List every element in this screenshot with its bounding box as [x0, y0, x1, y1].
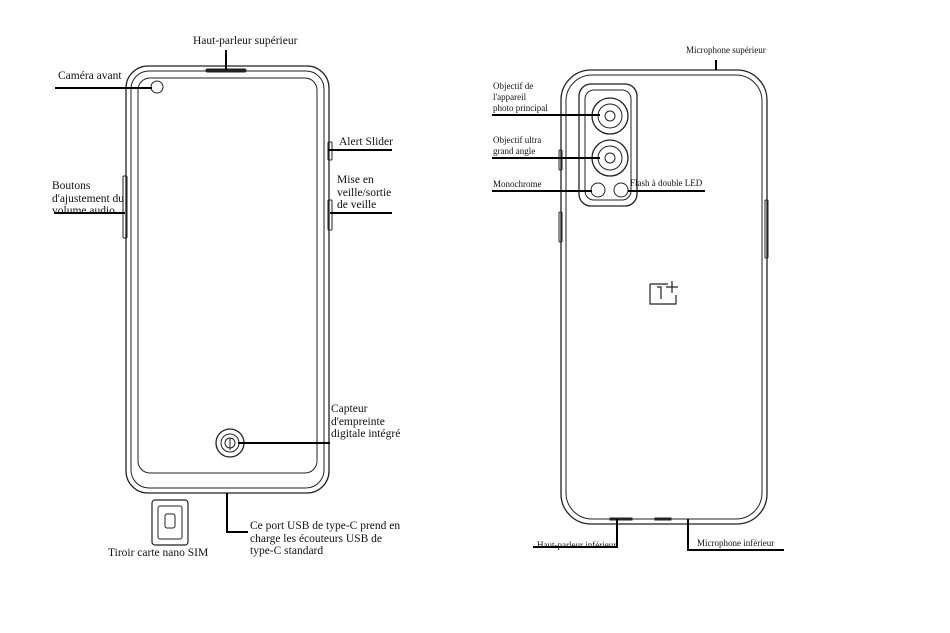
- label-power-button: Mise en veille/sortie de veille: [337, 174, 391, 212]
- label-fingerprint-line-1: Capteur: [331, 403, 368, 415]
- label-main-camera: Objectif de l'appareil photo principal: [493, 81, 548, 114]
- label-fingerprint-line-3: digitale intégré: [331, 428, 401, 440]
- label-power-line-1: Mise en: [337, 174, 374, 186]
- label-usb-line-1: Ce port USB de type-C prend en: [250, 520, 401, 532]
- label-front-camera: Caméra avant: [58, 70, 122, 82]
- front-phone-screen: [137, 77, 318, 474]
- label-volume-buttons: Boutons d'ajustement du volume audio: [52, 180, 124, 218]
- label-ultrawide-camera: Objectif ultra grand angle: [493, 135, 541, 157]
- front-camera-hole: [150, 80, 164, 94]
- volume-button: [122, 175, 128, 239]
- power-button: [327, 199, 333, 231]
- oneplus-logo-icon: [649, 281, 678, 305]
- label-bottom-microphone: Microphone inférieur: [697, 538, 775, 548]
- label-top-speaker: Haut-parleur supérieur: [193, 35, 298, 47]
- label-usb-line-2: charge les écouteurs USB de: [250, 532, 382, 545]
- bottom-speaker-grille: [609, 517, 633, 521]
- label-volume-line-1: Boutons: [52, 180, 91, 192]
- label-flash: Flash à double LED: [630, 178, 703, 188]
- label-power-line-3: de veille: [337, 199, 377, 211]
- label-fingerprint-line-2: d'empreinte: [331, 415, 385, 428]
- flash-led: [613, 182, 629, 198]
- monochrome-lens: [590, 182, 606, 198]
- label-volume-line-2: d'ajustement du: [52, 192, 125, 205]
- label-main-camera-line-1: Objectif de: [493, 81, 534, 91]
- label-top-microphone: Microphone supérieur: [686, 45, 766, 55]
- bottom-port: [654, 517, 672, 521]
- label-volume-line-3: volume audio: [52, 205, 115, 217]
- label-alert-slider: Alert Slider: [339, 136, 393, 148]
- label-power-line-2: veille/sortie: [337, 186, 392, 199]
- label-sim-tray: Tiroir carte nano SIM: [108, 547, 209, 559]
- back-phone-inner: [565, 74, 763, 520]
- camera-module-inner: [584, 89, 632, 201]
- back-left-button-2: [558, 211, 563, 243]
- label-monochrome: Monochrome: [493, 179, 542, 189]
- label-fingerprint: Capteur d'empreinte digitale intégré: [331, 403, 400, 441]
- label-main-camera-line-2: l'appareil: [493, 92, 527, 102]
- label-usb-port: Ce port USB de type-C prend en charge le…: [250, 520, 400, 558]
- label-bottom-speaker: Haut-parleur inférieur: [537, 540, 617, 550]
- label-ultrawide-line-1: Objectif ultra: [493, 135, 542, 145]
- back-right-button: [764, 199, 769, 259]
- back-phone-body: [560, 69, 768, 525]
- sim-tray-icon: [151, 499, 189, 546]
- camera-module: [578, 83, 638, 207]
- label-ultrawide-line-2: grand angle: [493, 146, 536, 156]
- front-phone-bezel: [130, 70, 325, 489]
- back-left-button: [558, 149, 563, 171]
- label-main-camera-line-3: photo principal: [493, 103, 548, 113]
- label-usb-line-3: type-C standard: [250, 545, 324, 557]
